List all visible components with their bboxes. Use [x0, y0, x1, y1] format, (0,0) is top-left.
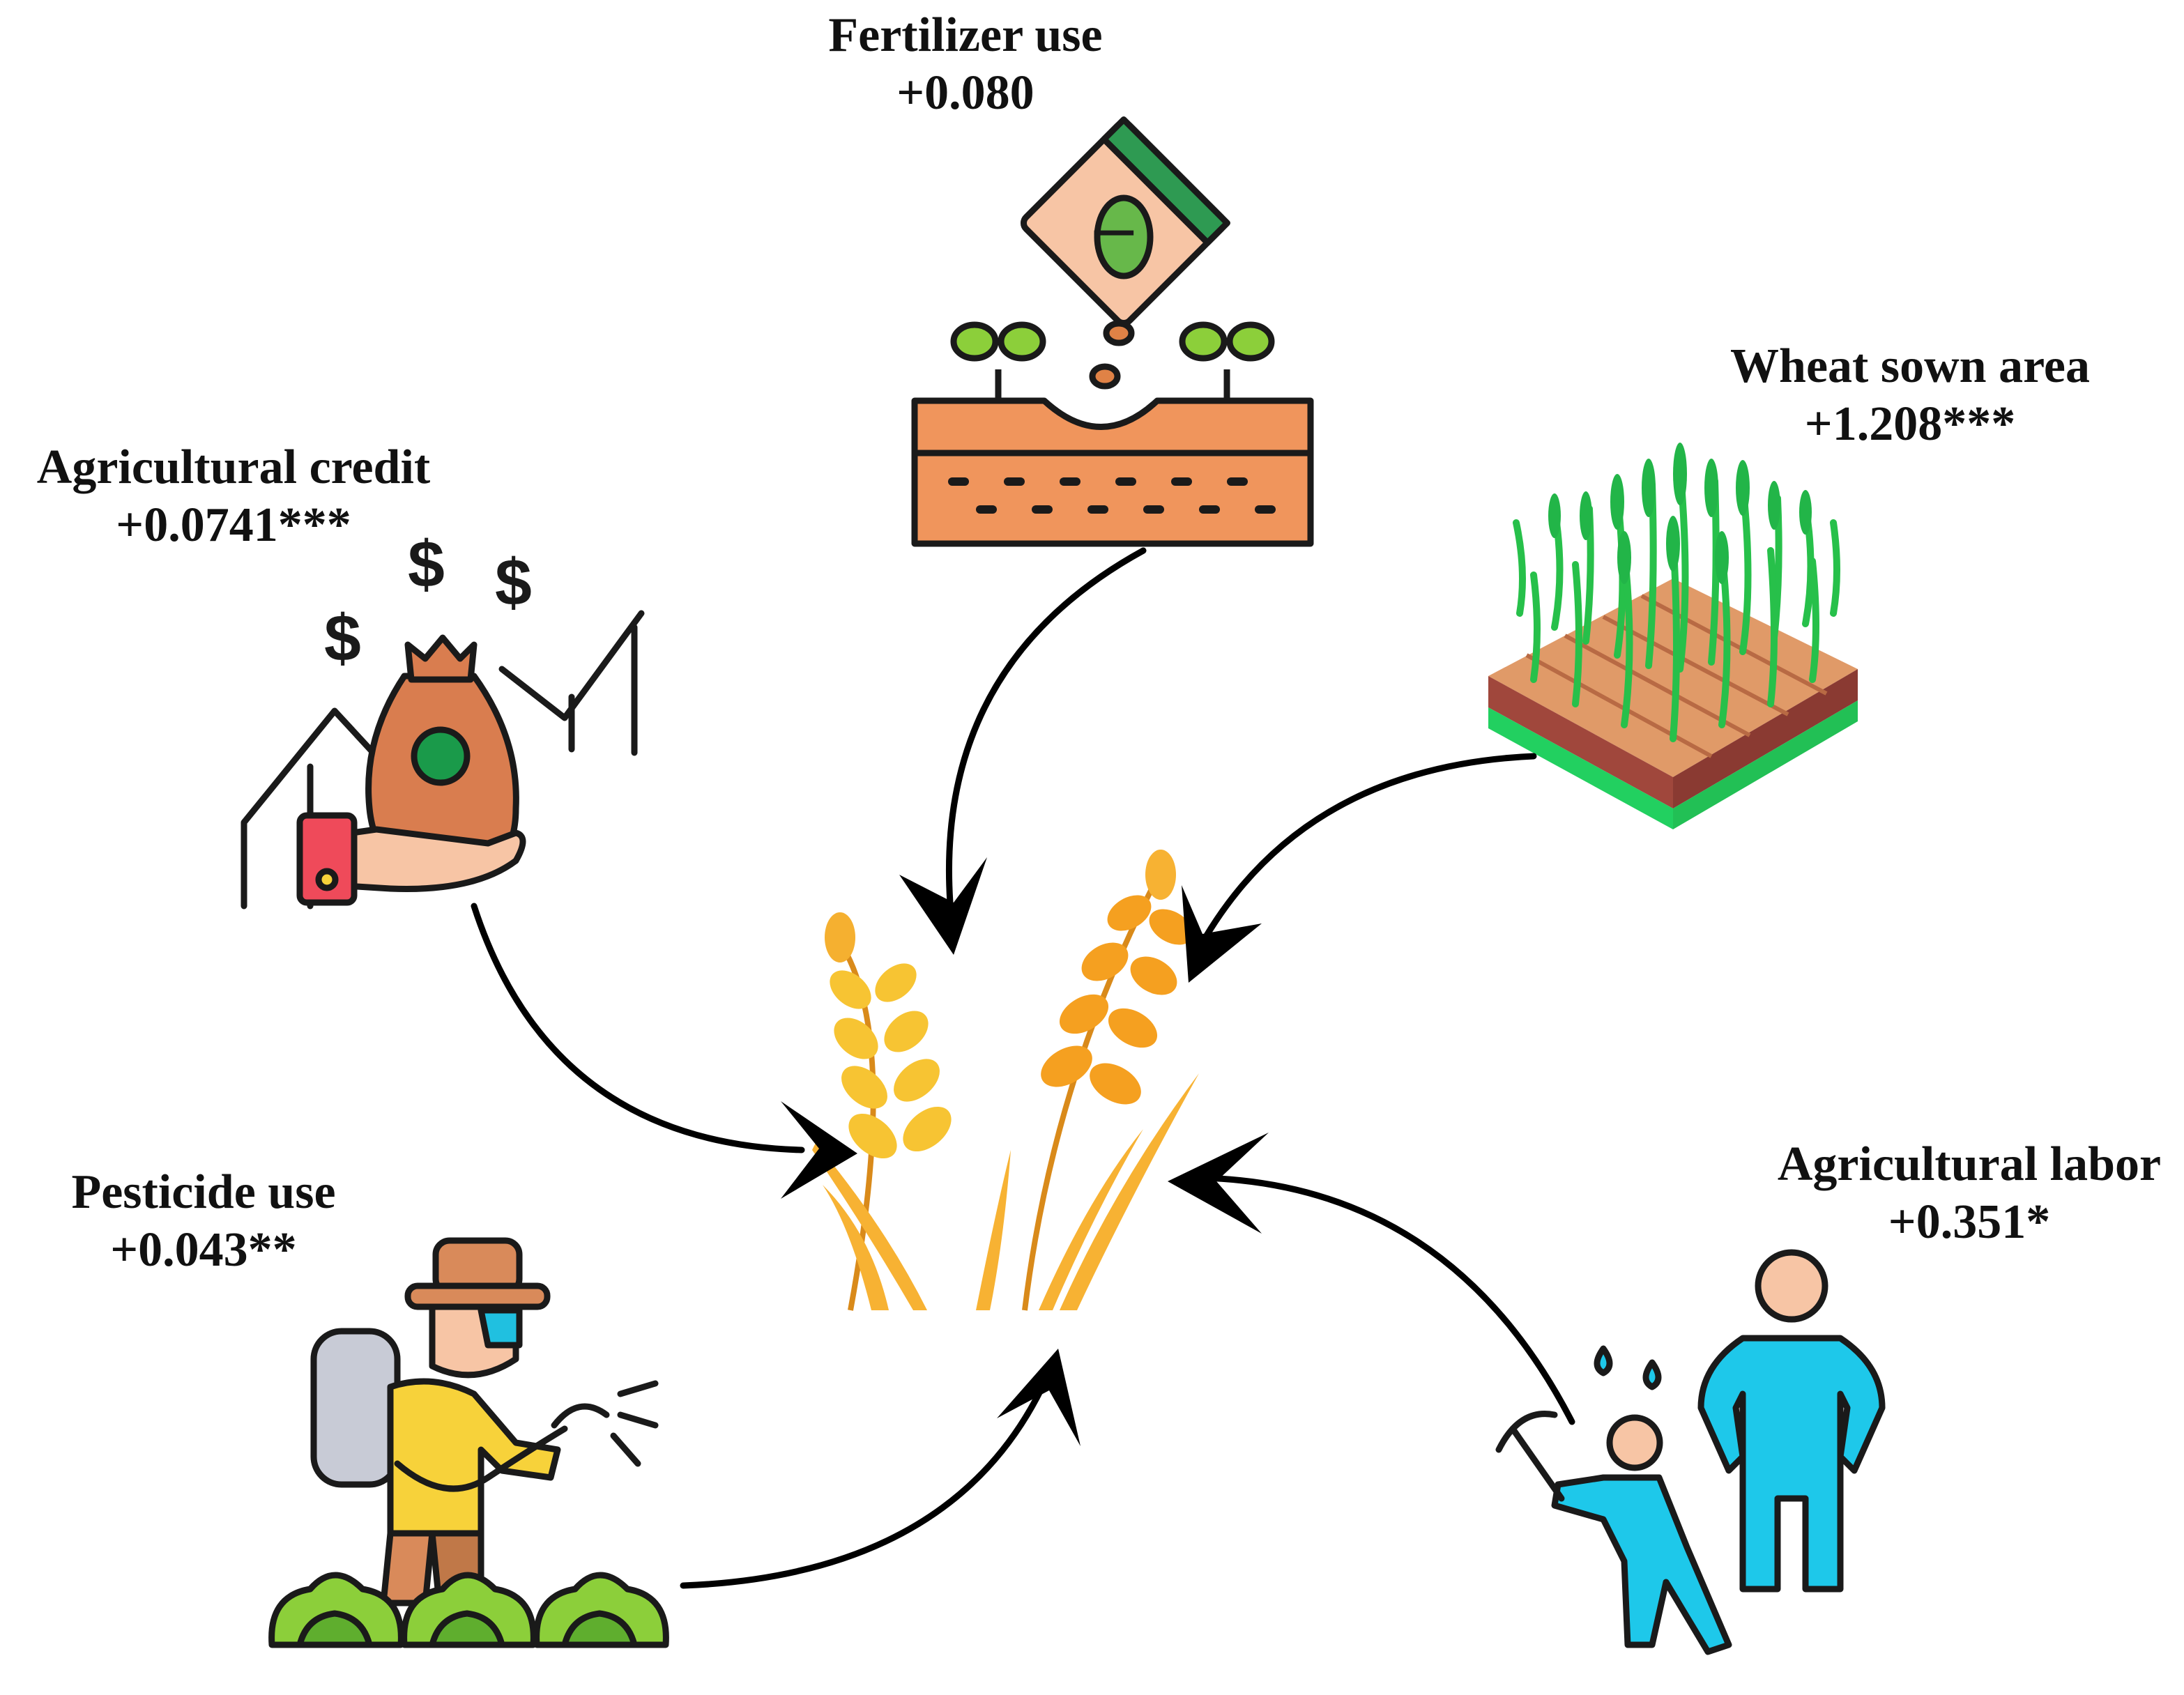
label-labor-name: Agricultural labor	[1777, 1137, 2162, 1191]
arrowhead-wheat-area	[1182, 885, 1262, 983]
arrowhead-pesticide	[997, 1349, 1080, 1446]
arrowhead-credit	[781, 1101, 857, 1199]
label-wheat-area: Wheat sown area +1.208***	[1730, 338, 2090, 453]
arrow-credit	[471, 903, 805, 1153]
arrow-pesticide	[680, 1376, 1049, 1589]
label-labor: Agricultural labor +0.351*	[1778, 1136, 2161, 1251]
farmer-sprayer-icon	[268, 1237, 669, 1648]
wheat-ears-icon	[812, 850, 1199, 1311]
label-pesticide: Pesticide use +0.043**	[71, 1164, 335, 1279]
svg-text:$: $	[408, 528, 445, 601]
label-labor-coef: +0.351*	[1888, 1195, 2051, 1249]
arrow-wheat-area	[1192, 753, 1537, 958]
label-fertilizer-coef: +0.080	[896, 66, 1034, 120]
fertilizer-icon	[911, 116, 1314, 547]
svg-text:$: $	[324, 601, 361, 675]
arrowhead-labor	[1168, 1133, 1269, 1234]
label-pesticide-coef: +0.043**	[110, 1222, 297, 1277]
svg-text:$: $	[495, 546, 532, 620]
label-wheat-area-name: Wheat sown area	[1730, 339, 2090, 393]
arrow-fertilizer	[946, 547, 1147, 923]
arrowhead-fertilizer	[899, 857, 987, 955]
arrowheads	[781, 857, 1269, 1446]
money-bag-icon	[240, 610, 645, 910]
wheat-field-icon	[1488, 443, 1858, 829]
label-credit-name: Agricultural credit	[36, 440, 431, 494]
label-wheat-area-coef: +1.208***	[1804, 397, 2016, 451]
arrow-labor	[1199, 1174, 1575, 1425]
label-credit-coef: +0.0741***	[116, 498, 351, 552]
arrows	[471, 547, 1575, 1589]
label-pesticide-name: Pesticide use	[71, 1165, 336, 1219]
dollar-signs-icon: $ $ $	[324, 528, 532, 675]
workers-icon	[1495, 1249, 1886, 1655]
label-fertilizer: Fertilizer use +0.080	[828, 7, 1102, 122]
label-fertilizer-name: Fertilizer use	[828, 8, 1103, 62]
label-credit: Agricultural credit +0.0741***	[37, 439, 430, 554]
